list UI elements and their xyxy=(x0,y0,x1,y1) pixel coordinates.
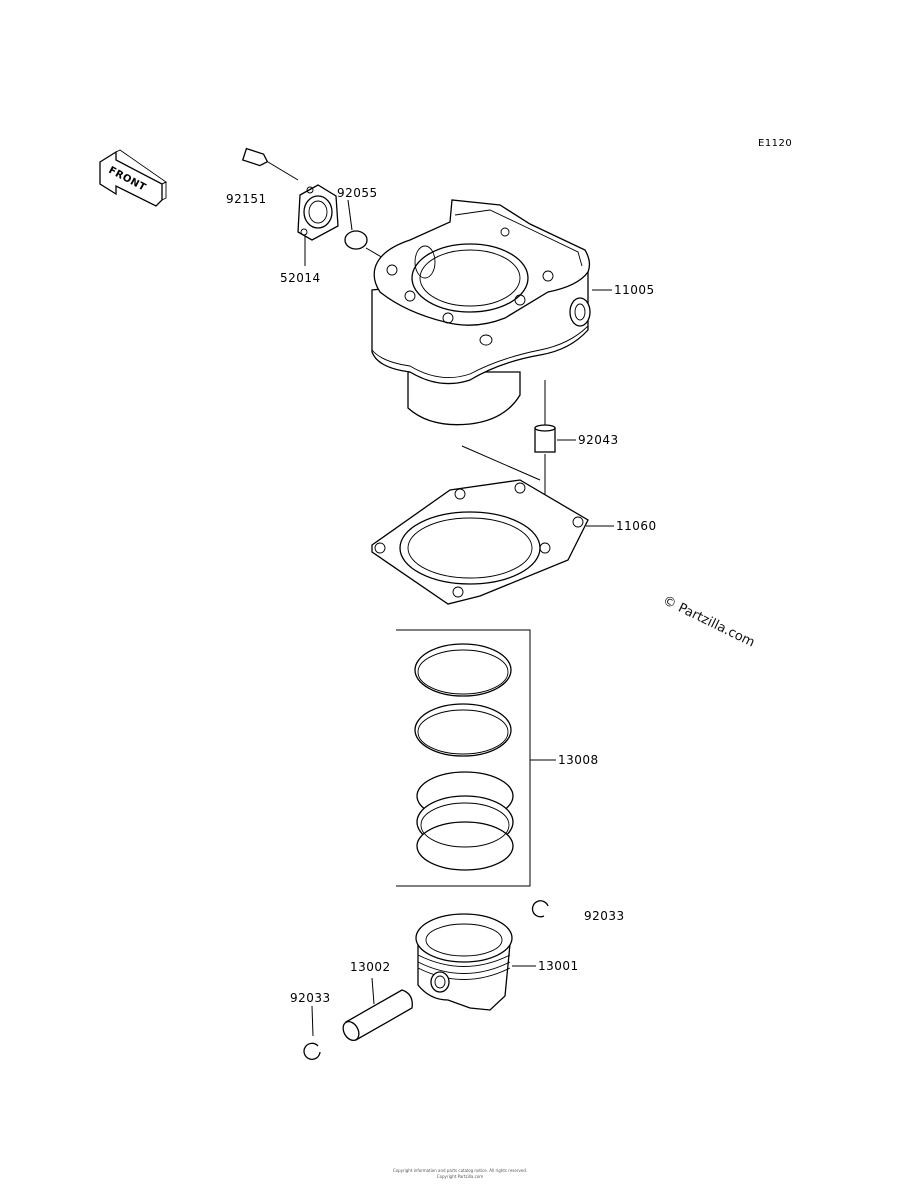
part-label-92033-right: 92033 xyxy=(584,909,625,923)
part-label-13008: 13008 xyxy=(558,753,599,767)
footer-line-1: Copyright information and parts catalog … xyxy=(392,1168,528,1173)
piston-ring-set-13008 xyxy=(396,629,556,887)
o-ring-92055 xyxy=(344,199,368,250)
piston-pin-13002 xyxy=(342,977,413,1041)
circlip-92033-right xyxy=(531,900,549,918)
cylinder-11005 xyxy=(371,199,612,426)
part-label-13002: 13002 xyxy=(350,960,391,974)
part-label-92151: 92151 xyxy=(226,192,267,206)
footer-line-2: Copyright Partzilla.com xyxy=(436,1174,484,1179)
gasket-11060 xyxy=(371,445,614,605)
part-label-13001: 13001 xyxy=(538,959,579,973)
part-label-52014: 52014 xyxy=(280,271,321,285)
bolt-92151 xyxy=(241,147,299,181)
piston-13001 xyxy=(415,913,536,1011)
watermark: © Partzilla.com xyxy=(660,593,757,650)
part-label-92033-left: 92033 xyxy=(290,991,331,1005)
part-label-11060: 11060 xyxy=(616,519,657,533)
front-arrow-icon: FRONT xyxy=(99,149,167,207)
diagram-code: E1120 xyxy=(758,138,792,149)
circlip-92033-left xyxy=(303,1005,321,1060)
part-label-11005: 11005 xyxy=(614,283,655,297)
outlet-fitting-52014 xyxy=(297,184,339,266)
part-label-92055: 92055 xyxy=(337,186,378,200)
part-label-92043: 92043 xyxy=(578,433,619,447)
